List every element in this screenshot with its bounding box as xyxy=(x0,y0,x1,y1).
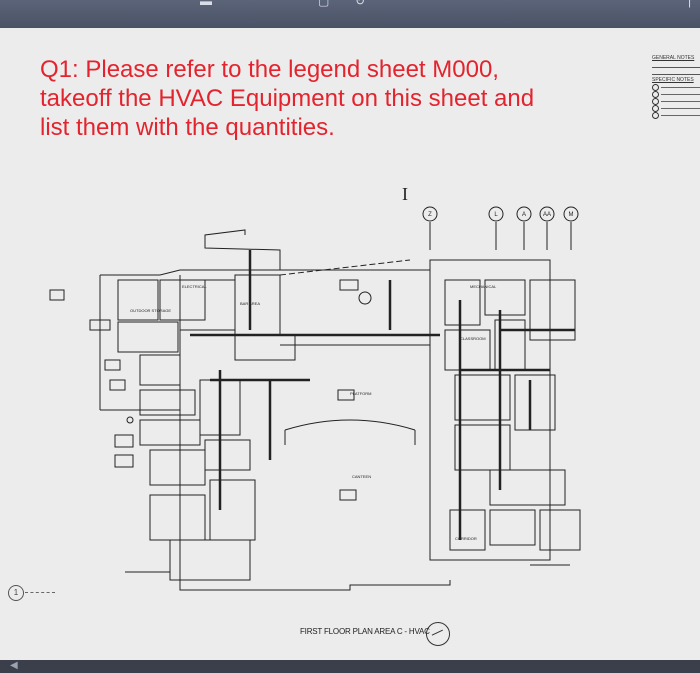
svg-text:PLATFORM: PLATFORM xyxy=(350,391,371,396)
section-mark: I xyxy=(402,184,408,204)
hvac-floor-plan: I xyxy=(30,180,590,620)
grid-label: AA xyxy=(543,212,551,218)
document-page xyxy=(0,28,700,660)
toolbar-icon[interactable]: ▢ xyxy=(318,0,330,8)
grid-label: L xyxy=(494,212,498,218)
question-line-3: list them with the quantities. xyxy=(40,114,335,141)
question-line-1: Q1: Please refer to the legend sheet M00… xyxy=(40,56,499,83)
svg-text:OUTDOOR STORAGE: OUTDOOR STORAGE xyxy=(130,308,171,313)
redo-icon[interactable]: ↻ xyxy=(355,0,366,8)
grid-label: A xyxy=(522,212,526,218)
back-arrow-icon[interactable]: ◀ xyxy=(10,660,18,671)
north-arrow-icon xyxy=(426,622,450,646)
floor-plan-drawing: I xyxy=(49,184,581,591)
specific-notes-heading: SPECIFIC NOTES xyxy=(652,77,694,83)
svg-text:BAR AREA: BAR AREA xyxy=(240,301,260,306)
side-marker[interactable]: 1 xyxy=(8,585,24,601)
more-icon[interactable]: | xyxy=(688,0,692,8)
svg-text:CLASSROOM: CLASSROOM xyxy=(460,336,486,341)
svg-text:CORRIDOR: CORRIDOR xyxy=(455,536,477,541)
bottom-bar xyxy=(0,660,700,673)
browser-toolbar: ▬ ▢ ↻ | xyxy=(0,0,700,28)
sheet-notes: GENERAL NOTES SPECIFIC NOTES xyxy=(652,55,700,119)
general-notes-heading: GENERAL NOTES xyxy=(652,55,695,61)
grid-label: M xyxy=(569,212,574,218)
toolbar-icon[interactable]: ▬ xyxy=(200,0,212,8)
plan-title: FIRST FLOOR PLAN AREA C - HVAC xyxy=(300,627,430,636)
svg-text:ELECTRICAL: ELECTRICAL xyxy=(182,284,207,289)
question-line-2: takeoff the HVAC Equipment on this sheet… xyxy=(40,85,535,112)
dashed-line xyxy=(25,592,55,593)
question-text: Q1: Please refer to the legend sheet M00… xyxy=(40,55,600,142)
svg-text:MECHANICAL: MECHANICAL xyxy=(470,284,497,289)
grid-label: Z xyxy=(428,212,432,218)
svg-text:CANTEEN: CANTEEN xyxy=(352,474,371,479)
